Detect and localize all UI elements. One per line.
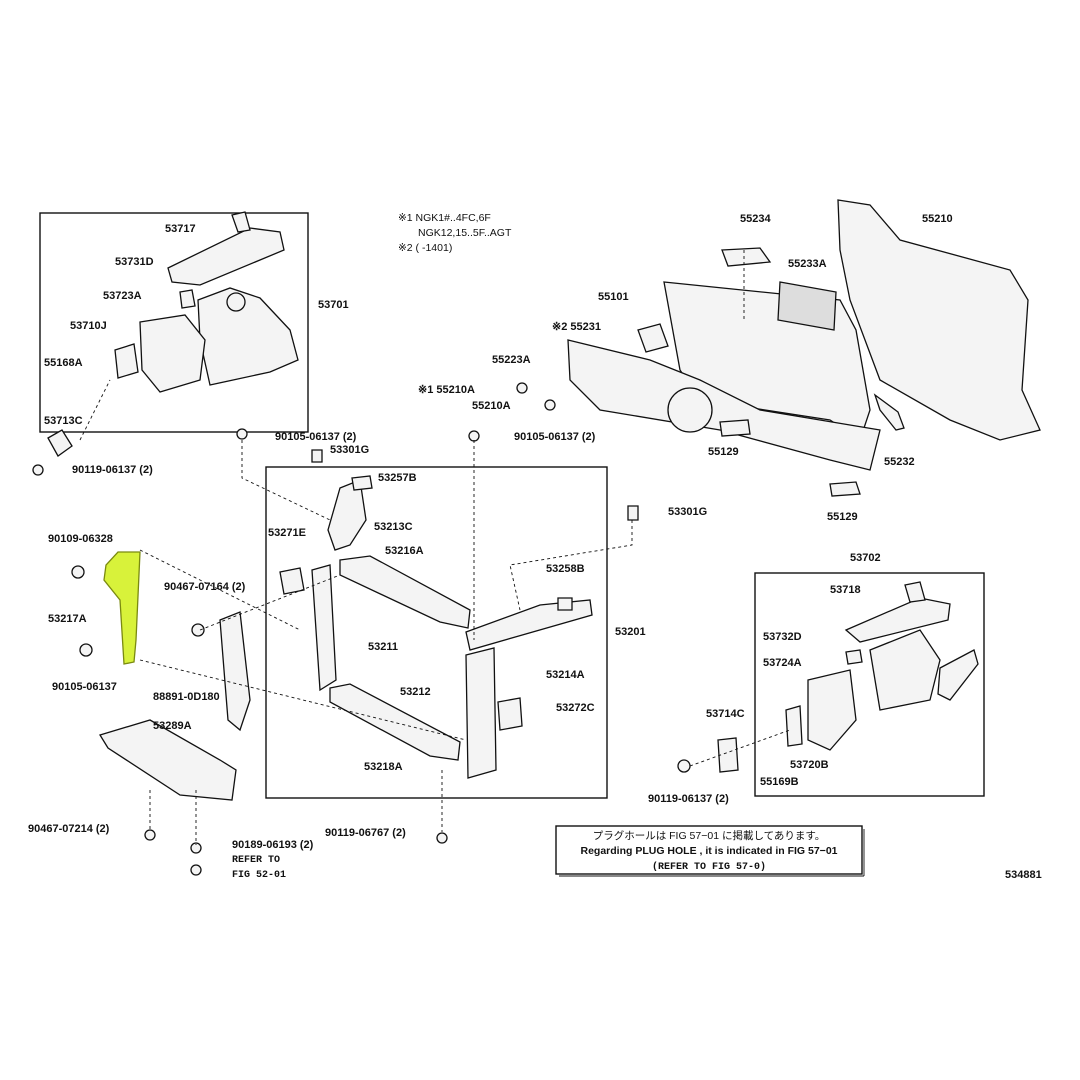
part-number-label: 53271E [268, 527, 306, 539]
plug-hole-note-jp: プラグホールは FIG 57−01 に掲載してあります。 [593, 829, 826, 842]
part-number-label: 55233A [788, 258, 827, 270]
part-number-label: 53257B [378, 472, 417, 484]
part-number-label: ※1 55210A [418, 384, 475, 396]
part-lower-left [71, 428, 480, 876]
part-number-label: 90119-06137 (2) [648, 793, 729, 805]
refer-note-line-2: FIG 52-01 [232, 870, 286, 881]
part-number-label: 90467-07164 (2) [164, 581, 246, 593]
part-number-label: 53713C [44, 415, 83, 427]
part-number-label: 55210A [472, 400, 511, 412]
group-box-53201 [265, 466, 608, 799]
part-number-label: 53714C [706, 708, 745, 720]
refer-note-line-1: REFER TO [232, 855, 280, 866]
part-number-label: 53201 [615, 626, 646, 638]
part-number-label: 90105-06137 (2) [514, 431, 596, 443]
part-number-label: 53701 [318, 299, 349, 311]
note-line-3: ※2 ( -1401) [398, 242, 452, 254]
diagram-id: 534881 [1005, 869, 1042, 881]
part-number-label: 53211 [368, 641, 398, 653]
part-number-label: 90119-06137 (2) [72, 464, 153, 476]
part-number-label: 90189-06193 (2) [232, 839, 314, 851]
part-number-label: 53717 [165, 223, 196, 235]
leader-lines [79, 250, 791, 845]
part-number-label: 53289A [153, 720, 192, 732]
part-number-label: 53301G [330, 444, 369, 456]
group-box-53702 [754, 572, 985, 797]
part-number-label: 53301G [668, 506, 707, 518]
note-line-1: ※1 NGK1#..4FC,6F [398, 212, 491, 224]
part-number-label: 55101 [598, 291, 629, 303]
part-number-label: 53214A [546, 669, 585, 681]
part-number-label: 53710J [70, 320, 107, 332]
plug-hole-note-box [555, 825, 863, 875]
plug-hole-note-en: Regarding PLUG HOLE , it is indicated in… [580, 845, 837, 857]
part-number-label: 53212 [400, 686, 431, 698]
part-fender-apron-left [32, 211, 299, 476]
part-number-label: 55168A [44, 357, 83, 369]
part-number-label: 90109-06328 [48, 533, 113, 545]
part-number-label: 53732D [763, 631, 802, 643]
group-box-53701 [39, 212, 309, 433]
part-number-label: 53218A [364, 761, 403, 773]
part-number-label: 53723A [103, 290, 142, 302]
part-number-label: 53272C [556, 702, 595, 714]
part-number-label: 55169B [760, 776, 799, 788]
part-number-label: 90105-06137 (2) [275, 431, 357, 443]
part-number-label: 55210 [922, 213, 953, 225]
part-number-label: 90119-06767 (2) [325, 827, 406, 839]
part-number-label: 53216A [385, 545, 424, 557]
part-number-label: 88891-0D180 [153, 691, 220, 703]
part-dash-panel [516, 199, 1041, 497]
part-number-label: 90467-07214 (2) [28, 823, 110, 835]
note-line-2: NGK12,15..5F..AGT [418, 227, 512, 239]
plug-hole-note-refer: (REFER TO FIG 57-0) [652, 861, 766, 873]
highlighted-part-53217a [103, 551, 141, 665]
part-number-label: 53724A [763, 657, 802, 669]
part-number-label: 53718 [830, 584, 861, 596]
part-number-label: ※2 55231 [552, 321, 601, 333]
part-number-label: 55223A [492, 354, 531, 366]
part-radiator-support [279, 449, 639, 779]
part-number-label: 55129 [708, 446, 739, 458]
part-number-label: 53217A [48, 613, 87, 625]
part-number-label: 53702 [850, 552, 881, 564]
part-number-label: 53720B [790, 759, 829, 771]
part-number-label: 55232 [884, 456, 915, 468]
part-number-label: 53731D [115, 256, 154, 268]
part-number-label: 90105-06137 [52, 681, 117, 693]
part-number-label: 53213C [374, 521, 413, 533]
part-number-label: 55129 [827, 511, 858, 523]
part-number-label: 55234 [740, 213, 771, 225]
part-number-label: 53258B [546, 563, 585, 575]
